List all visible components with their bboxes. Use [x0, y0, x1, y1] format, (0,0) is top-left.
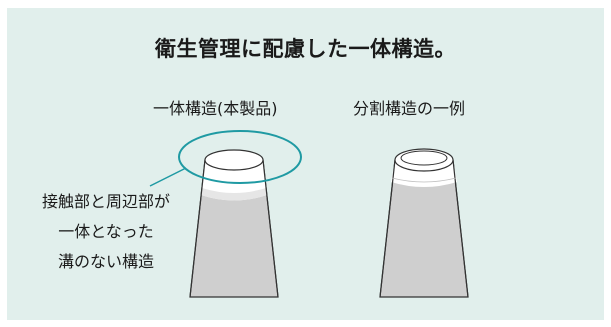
- diagram-title: 衛生管理に配慮した一体構造。: [155, 37, 456, 61]
- split-structure-label: 分割構造の一例: [353, 99, 466, 118]
- highlight-ellipse: [178, 130, 302, 184]
- callout-text-line-2: 一体となった: [58, 222, 154, 241]
- callout-text-line-3: 溝のない構造: [57, 252, 154, 271]
- integrated-cup-icon: [189, 149, 279, 298]
- callout-leader-line: [149, 167, 187, 187]
- split-cup-icon: [379, 148, 469, 298]
- diagram-panel: [7, 8, 604, 320]
- callout-text-line-1: 接触部と周辺部が: [41, 192, 170, 211]
- integrated-structure-label: 一体構造(本製品): [153, 99, 278, 118]
